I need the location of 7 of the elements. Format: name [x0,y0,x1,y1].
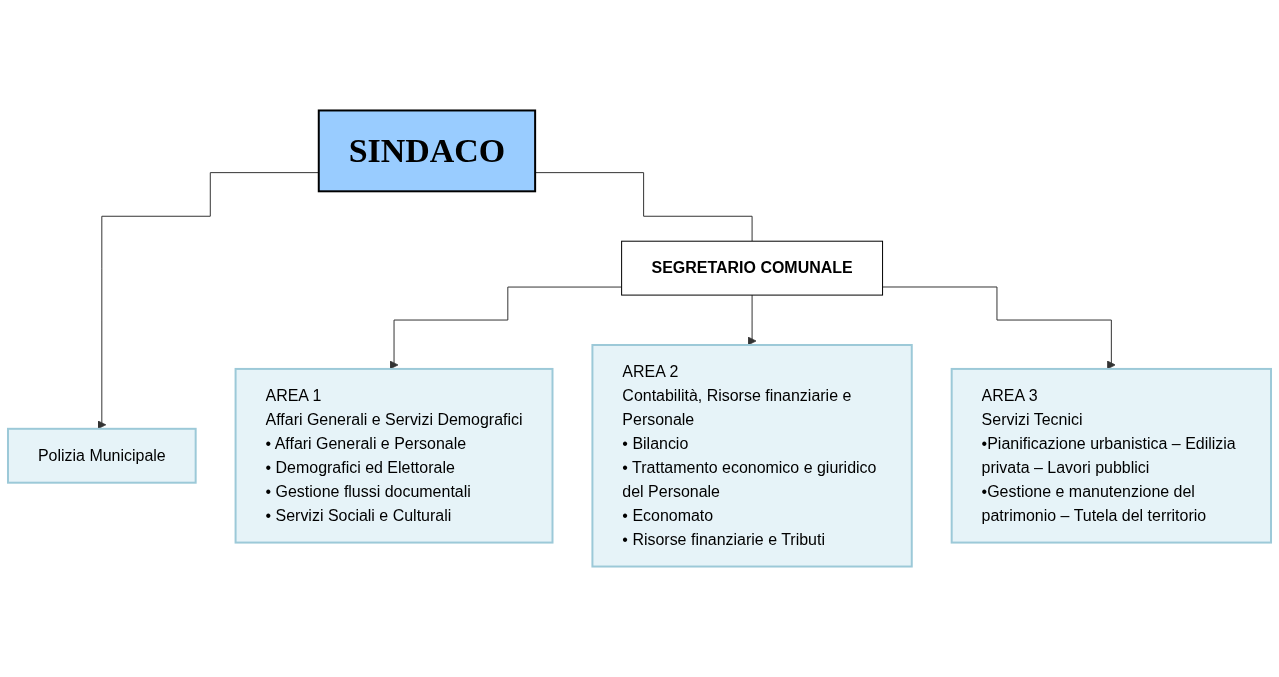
node-box: AREA 2 Contabilità, Risorse finanziarie e Personale • Bilancio • Trattamento economico e giuridico del Personale • Economato • Risorse finanziarie e Tributi [591,344,913,568]
arrow [882,286,1116,370]
node-box: AREA 3 Servizi Tecnici •Pianificazione urbanistica – Edilizia privata – Lavori pubblici •Gestione e manutenzione del patrimonio – Tutela del territorio [950,367,1272,544]
node-box: SINDACO [317,109,537,193]
node-box: Polizia Municipale [7,427,197,484]
node-box: SEGRETARIO COMUNALE [621,240,884,296]
node-box: AREA 1 Affari Generali e Servizi Demografici • Affari Generali e Personale • Demografici ed Elettorale • Gestione flussi documentali • Servizi Sociali e Culturali [234,367,554,544]
